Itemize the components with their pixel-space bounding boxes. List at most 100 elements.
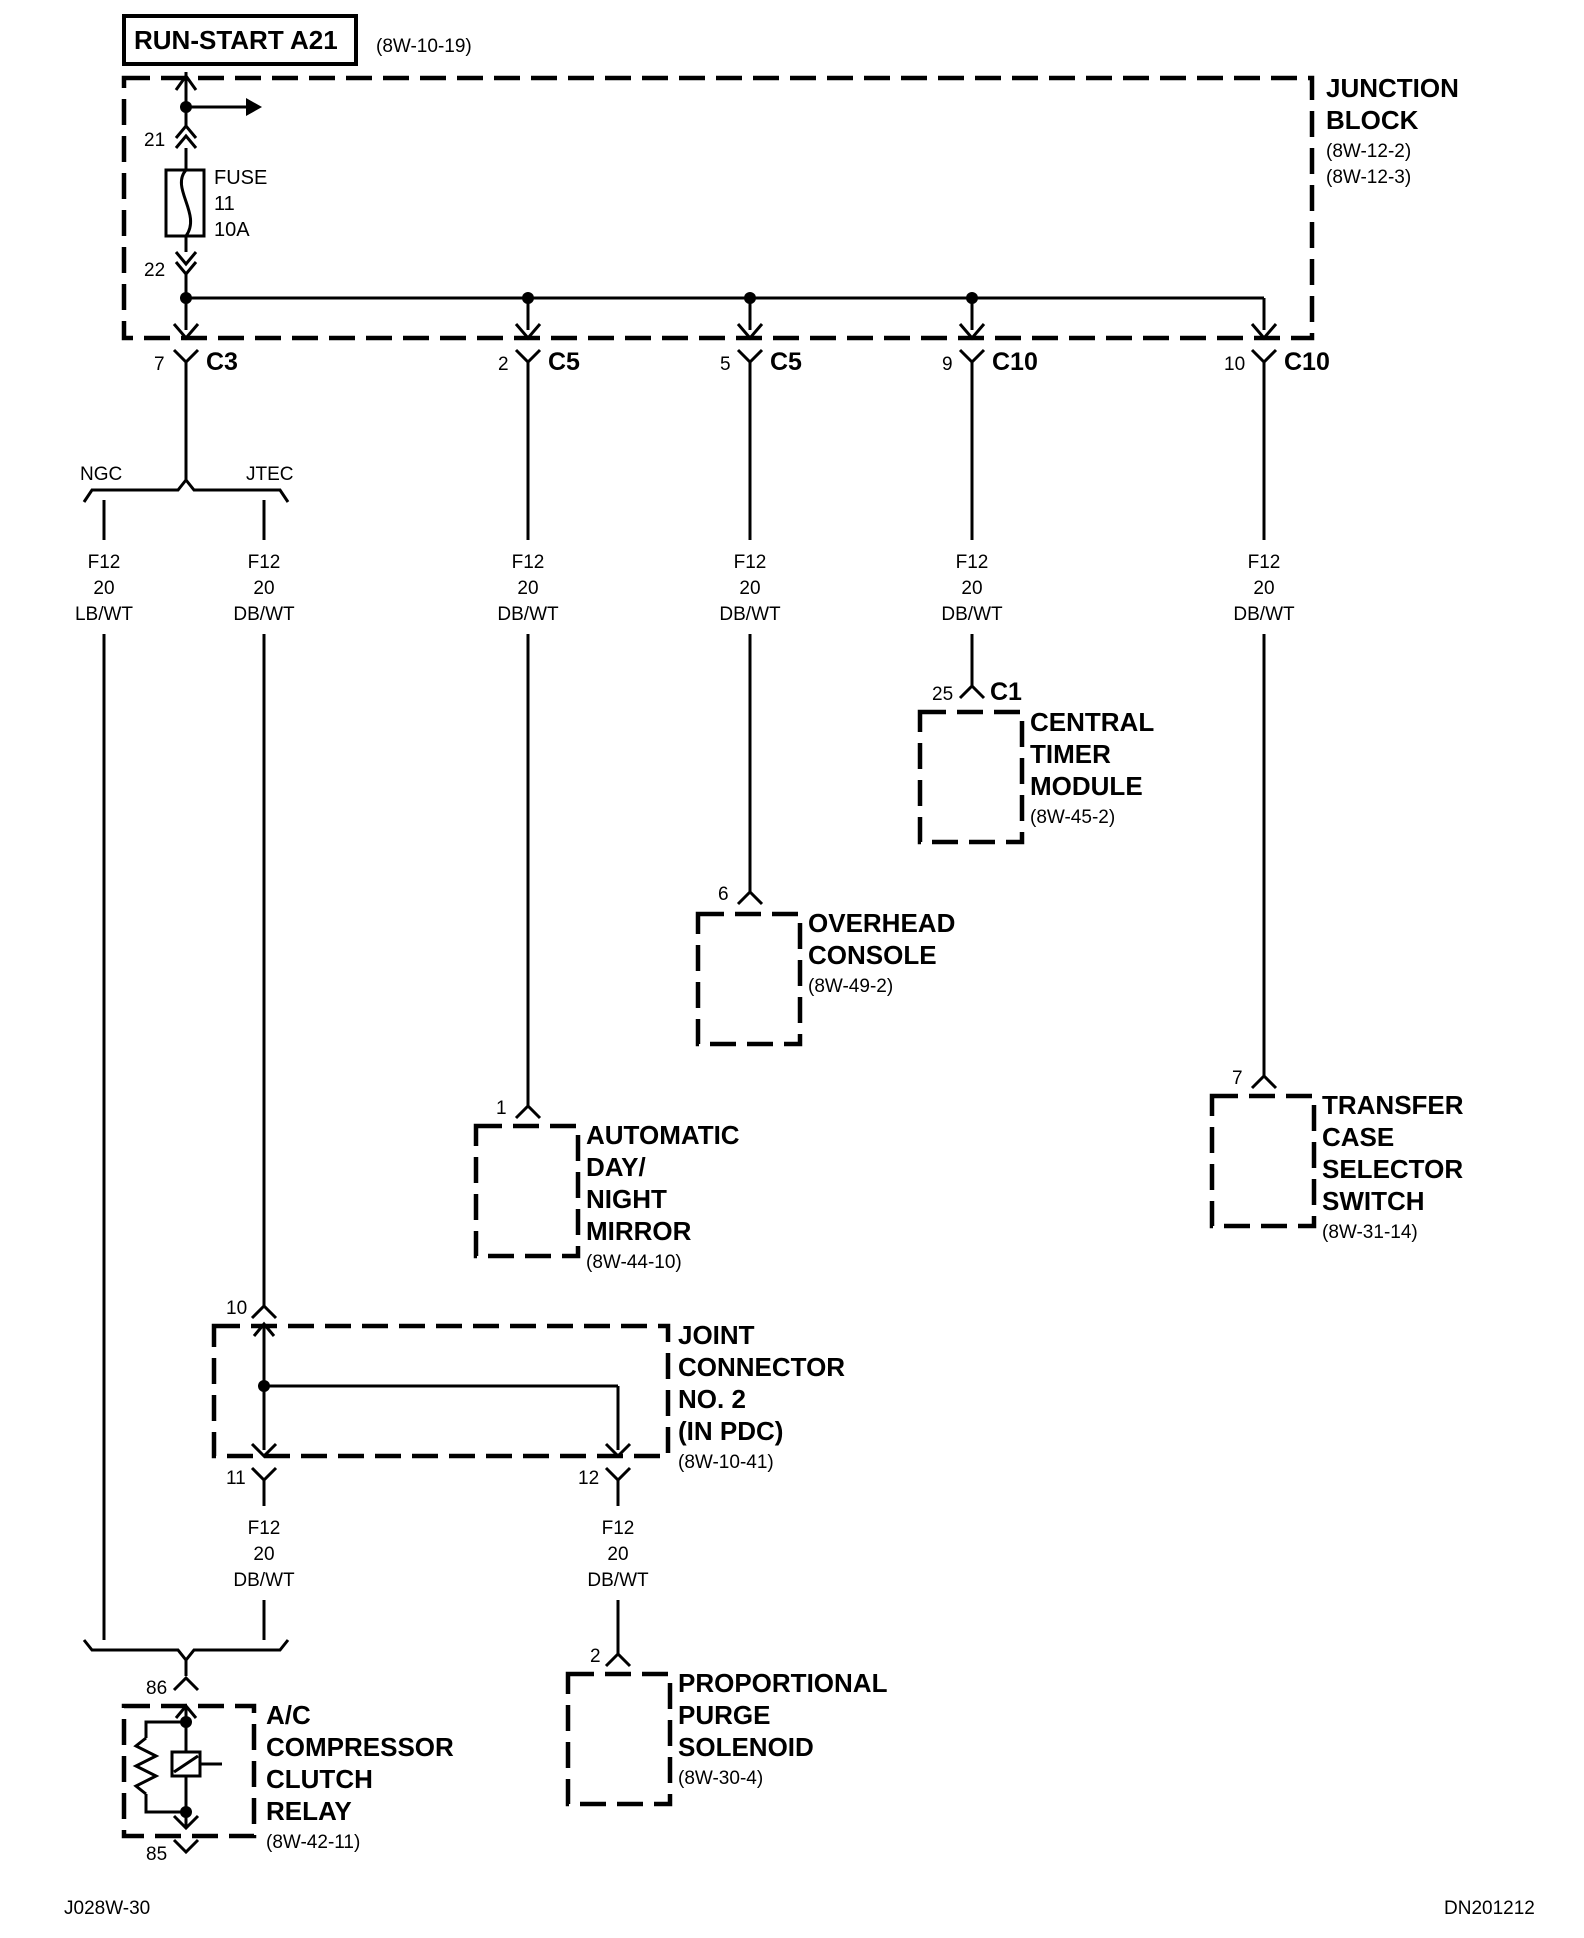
output-connector-c5-a: C5 (548, 348, 580, 376)
output-connector-c10-b: C10 (1284, 348, 1330, 376)
svg-text:25: 25 (932, 684, 953, 705)
svg-text:(IN PDC): (IN PDC) (678, 1416, 783, 1446)
svg-text:F12: F12 (88, 552, 121, 573)
auto-day-night-mirror: 1 AUTOMATIC DAY/ NIGHT MIRROR (8W-44-10) (473, 1098, 740, 1273)
wire-label-5: F12 20 DB/WT (941, 552, 1003, 625)
circuit-header: RUN-START A21 (8W-10-19) (122, 14, 472, 66)
output-connector-c10-a: C10 (992, 348, 1038, 376)
svg-text:12: 12 (578, 1468, 599, 1489)
wire-label-2: F12 20 DB/WT (233, 552, 295, 625)
overhead-console: 6 OVERHEAD CONSOLE (8W-49-2) (695, 884, 955, 1047)
svg-text:F12: F12 (512, 552, 545, 573)
svg-text:CLUTCH: CLUTCH (266, 1764, 373, 1794)
wire-label-1: F12 20 LB/WT (75, 552, 133, 625)
svg-text:(8W-31-14): (8W-31-14) (1322, 1222, 1418, 1243)
svg-text:PURGE: PURGE (678, 1700, 770, 1730)
svg-text:DB/WT: DB/WT (587, 1570, 649, 1591)
resistor-icon (132, 1736, 160, 1796)
svg-text:TRANSFER: TRANSFER (1322, 1090, 1464, 1120)
proportional-purge-solenoid: 2 PROPORTIONAL PURGE SOLENOID (8W-30-4) (565, 1646, 888, 1807)
junction-block-ref-1: (8W-12-2) (1326, 141, 1411, 162)
svg-text:LB/WT: LB/WT (75, 604, 133, 625)
fuse-pin-in: 21 (144, 130, 165, 151)
svg-text:AUTOMATIC: AUTOMATIC (586, 1120, 740, 1150)
footer-left-code: J028W-30 (64, 1898, 150, 1919)
svg-text:20: 20 (517, 578, 538, 599)
circuit-title: RUN-START A21 (134, 25, 338, 55)
svg-text:F12: F12 (734, 552, 767, 573)
svg-text:OVERHEAD: OVERHEAD (808, 908, 955, 938)
ac-compressor-clutch-relay: 86 85 A/C COMPRESSOR CLUTCH RELAY (8W-42… (121, 1675, 454, 1865)
central-timer-module: 25 C1 CENTRAL TIMER MODULE (8W-45-2) (917, 678, 1154, 845)
svg-text:10: 10 (226, 1298, 247, 1319)
svg-text:(8W-30-4): (8W-30-4) (678, 1768, 763, 1789)
svg-text:6: 6 (718, 884, 729, 905)
svg-text:DB/WT: DB/WT (1233, 604, 1295, 625)
split-right-label: JTEC (246, 464, 294, 485)
fuse-pin-out: 22 (144, 260, 165, 281)
svg-text:DB/WT: DB/WT (719, 604, 781, 625)
svg-text:(8W-44-10): (8W-44-10) (586, 1252, 682, 1273)
svg-text:CASE: CASE (1322, 1122, 1394, 1152)
svg-text:COMPRESSOR: COMPRESSOR (266, 1732, 454, 1762)
svg-text:RELAY: RELAY (266, 1796, 352, 1826)
svg-text:(8W-42-11): (8W-42-11) (266, 1832, 360, 1853)
svg-text:2: 2 (590, 1646, 601, 1667)
svg-text:CENTRAL: CENTRAL (1030, 707, 1154, 737)
wire-label-4: F12 20 DB/WT (719, 552, 781, 625)
footer-right-code: DN201212 (1444, 1898, 1535, 1919)
split-left-label: NGC (80, 464, 122, 485)
output-pin-c10-b: 10 (1224, 354, 1245, 375)
svg-text:11: 11 (226, 1468, 246, 1489)
wire-label-7: F12 20 DB/WT (233, 1518, 295, 1591)
svg-text:C1: C1 (990, 678, 1022, 706)
output-connector-c3: C3 (206, 348, 238, 376)
output-pin-c5-b: 5 (720, 354, 731, 375)
svg-text:DB/WT: DB/WT (497, 604, 559, 625)
svg-text:SOLENOID: SOLENOID (678, 1732, 814, 1762)
output-pin-c5-a: 2 (498, 354, 509, 375)
svg-text:(8W-45-2): (8W-45-2) (1030, 807, 1115, 828)
svg-text:1: 1 (496, 1098, 507, 1119)
junction-block-name-1: JUNCTION (1326, 73, 1459, 103)
transfer-case-selector-switch: 7 TRANSFER CASE SELECTOR SWITCH (8W-31-1… (1209, 1068, 1464, 1243)
svg-text:A/C: A/C (266, 1700, 311, 1730)
wire-label-3: F12 20 DB/WT (497, 552, 559, 625)
junction-block: JUNCTION BLOCK (8W-12-2) (8W-12-3) 21 FU… (121, 72, 1459, 341)
junction-block-name-2: BLOCK (1326, 105, 1419, 135)
fuse-label: FUSE (214, 167, 267, 189)
svg-text:86: 86 (146, 1678, 167, 1699)
junction-block-ref-2: (8W-12-3) (1326, 167, 1411, 188)
svg-text:TIMER: TIMER (1030, 739, 1111, 769)
junction-block-outputs: 7 C3 2 C5 5 C5 9 C10 10 C10 (154, 348, 1330, 376)
output-connector-c5-b: C5 (770, 348, 802, 376)
svg-text:20: 20 (739, 578, 760, 599)
svg-text:(8W-49-2): (8W-49-2) (808, 976, 893, 997)
svg-text:7: 7 (1232, 1068, 1243, 1089)
svg-text:CONNECTOR: CONNECTOR (678, 1352, 845, 1382)
svg-text:20: 20 (253, 578, 274, 599)
svg-text:SELECTOR: SELECTOR (1322, 1154, 1463, 1184)
arrow-right-icon (246, 98, 262, 116)
svg-text:F12: F12 (602, 1518, 635, 1539)
svg-text:85: 85 (146, 1844, 167, 1865)
svg-text:(8W-10-41): (8W-10-41) (678, 1452, 774, 1473)
svg-text:20: 20 (607, 1544, 628, 1565)
svg-text:MIRROR: MIRROR (586, 1216, 692, 1246)
svg-text:DB/WT: DB/WT (233, 1570, 295, 1591)
fuse-number: 11 (214, 193, 235, 215)
svg-text:F12: F12 (1248, 552, 1281, 573)
wire-label-8: F12 20 DB/WT (587, 1518, 649, 1591)
svg-text:F12: F12 (248, 1518, 281, 1539)
svg-text:20: 20 (1253, 578, 1274, 599)
svg-text:20: 20 (253, 1544, 274, 1565)
svg-text:PROPORTIONAL: PROPORTIONAL (678, 1668, 888, 1698)
svg-text:20: 20 (961, 578, 982, 599)
svg-text:DB/WT: DB/WT (941, 604, 1003, 625)
svg-text:DAY/: DAY/ (586, 1152, 646, 1182)
svg-text:JOINT: JOINT (678, 1320, 755, 1350)
ngc-jtec-split: NGC JTEC (80, 362, 294, 540)
circuit-title-box (122, 14, 358, 66)
svg-text:CONSOLE: CONSOLE (808, 940, 937, 970)
